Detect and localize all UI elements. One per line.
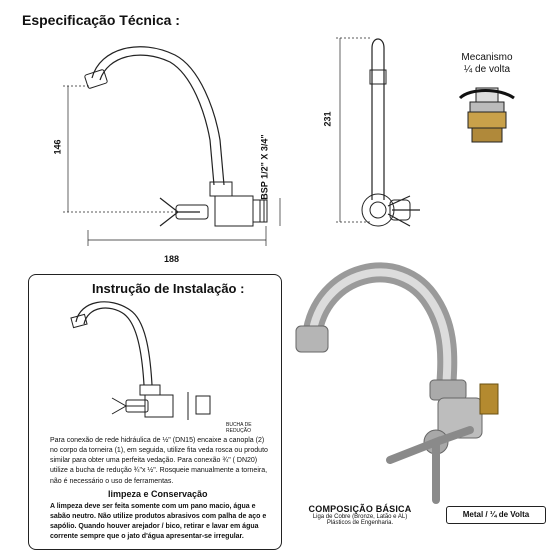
dim-width-bottom: 188: [164, 254, 180, 264]
composition-title: COMPOSIÇÃO BÁSICA: [308, 504, 412, 514]
composition-line1: Liga de Cobre (Bronze, Latão e AL): [312, 514, 408, 520]
dim-height-left: 146: [52, 139, 63, 155]
mechanism-line1: Mecanismo: [461, 52, 513, 63]
composition-block: COMPOSIÇÃO BÁSICA Liga de Cobre (Bronze,…: [300, 504, 420, 526]
thread-spec-label: BSP 1/2" X 3/4": [259, 134, 270, 200]
faucet-photo-render: [295, 262, 499, 504]
composition-line2: Plásticos de Engenharia.: [326, 520, 394, 526]
faucet-front-view: [361, 38, 420, 227]
install-diagram: [70, 301, 211, 420]
finish-badge: Metal / ¼ de Volta: [446, 506, 546, 524]
mechanism-cartridge-icon: [458, 87, 515, 143]
faucet-side-view: [84, 46, 268, 227]
mechanism-caption: Mecanismo ¼ de volta: [452, 52, 522, 76]
install-title: Instrução de Instalação :: [92, 281, 245, 296]
mechanism-line2: ¼ de volta: [463, 64, 511, 75]
spec-title: Especificação Técnica :: [22, 12, 180, 28]
install-instructions: Para conexão de rede hidráulica de ½" (D…: [50, 437, 268, 485]
cleaning-title: limpeza e Conservação: [108, 489, 208, 499]
install-panel: [28, 274, 282, 550]
reducer-label: BUCHA DE REDUÇÃO: [226, 422, 252, 434]
dim-height-right: 231: [322, 111, 333, 127]
cleaning-text: A limpeza deve ser feita somente com um …: [50, 503, 267, 541]
